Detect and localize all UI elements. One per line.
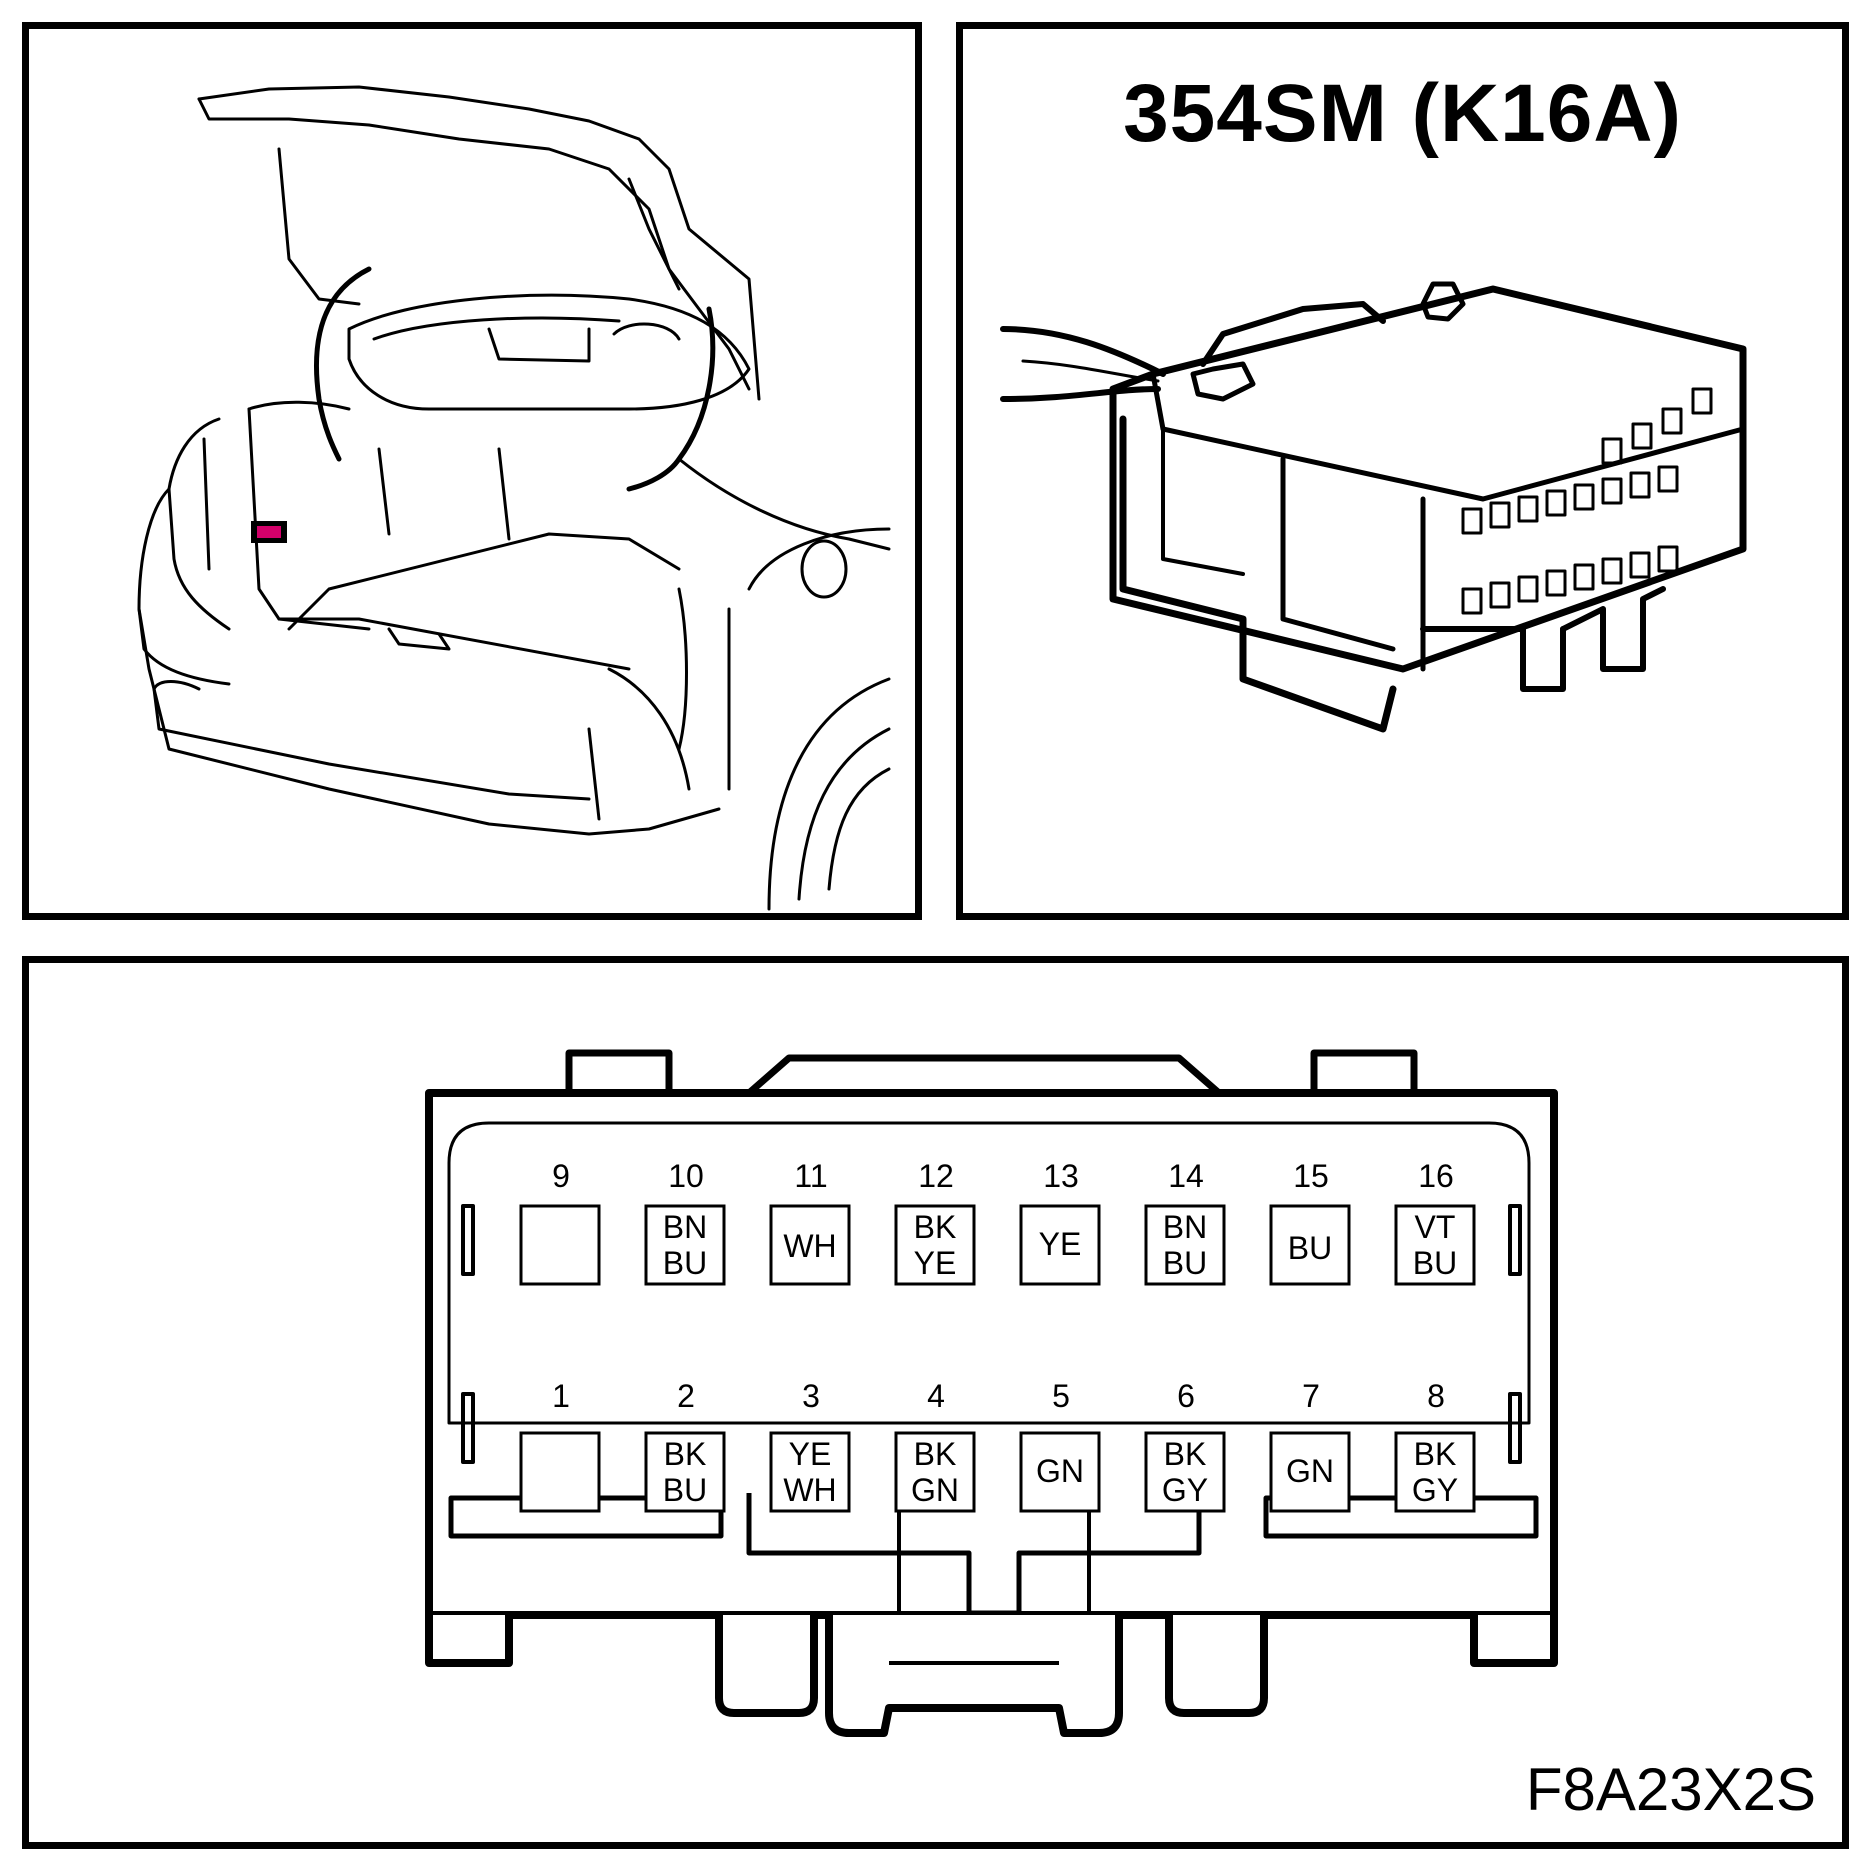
wire-color-1: GN xyxy=(1036,1453,1084,1489)
pin-14: 14 BN BU xyxy=(1144,1158,1226,1286)
pin-4: 4 BK GN xyxy=(894,1378,976,1513)
wire-color-2: YE xyxy=(914,1245,957,1281)
wire-color-1: BU xyxy=(1288,1230,1332,1266)
pin-number: 13 xyxy=(1043,1158,1079,1194)
pin-12: 12 BK YE xyxy=(894,1158,976,1286)
pin-1: 1 xyxy=(519,1378,601,1513)
wire-color-1: BN xyxy=(663,1209,707,1245)
wire-color-2: WH xyxy=(783,1472,836,1508)
pin-11: 11 WH xyxy=(769,1158,851,1286)
wire-color-1: WH xyxy=(783,1228,836,1264)
pin-9: 9 xyxy=(519,1158,601,1286)
pin-3: 3 YE WH xyxy=(769,1378,851,1513)
pin-number: 7 xyxy=(1302,1378,1320,1414)
pin-5: 5 GN xyxy=(1019,1378,1101,1513)
wire-color-1: BK xyxy=(914,1436,957,1472)
pin-2: 2 BK BU xyxy=(644,1378,726,1513)
pin-number: 15 xyxy=(1293,1158,1329,1194)
wire-color-1: GN xyxy=(1286,1453,1334,1489)
wire-color-1: BK xyxy=(1164,1436,1207,1472)
wire-color-2: BU xyxy=(1413,1245,1457,1281)
wire-color-1: YE xyxy=(1039,1226,1082,1262)
pin-row-top: 9 10 BN BU 11 WH 12 BK YE xyxy=(519,1158,1476,1286)
wire-color-1: BN xyxy=(1163,1209,1207,1245)
pin-13: 13 YE xyxy=(1019,1158,1101,1286)
pin-number: 2 xyxy=(677,1378,695,1414)
pin-number: 12 xyxy=(918,1158,954,1194)
pinout-panel: 9 10 BN BU 11 WH 12 BK YE xyxy=(22,956,1849,1849)
pin-8: 8 BK GY xyxy=(1394,1378,1476,1513)
wire-color-2: BU xyxy=(663,1472,707,1508)
wire-color-1: BK xyxy=(914,1209,957,1245)
wire-color-2: BU xyxy=(1163,1245,1207,1281)
pin-6: 6 BK GY xyxy=(1144,1378,1226,1513)
wire-color-2: GN xyxy=(911,1472,959,1508)
pin-number: 8 xyxy=(1427,1378,1445,1414)
connector-face-diagram: 9 10 BN BU 11 WH 12 BK YE xyxy=(425,1049,1558,1737)
pin-number: 4 xyxy=(927,1378,945,1414)
pin-number: 16 xyxy=(1418,1158,1454,1194)
connector-title: 354SM (K16A) xyxy=(1123,68,1682,159)
vehicle-rear-trunk-open-illustration xyxy=(137,85,891,911)
pin-7: 7 GN xyxy=(1269,1378,1351,1513)
pin-number: 1 xyxy=(552,1378,570,1414)
pin-number: 6 xyxy=(1177,1378,1195,1414)
wire-color-1: YE xyxy=(789,1436,832,1472)
pin-number: 14 xyxy=(1168,1158,1204,1194)
figure-code: F8A23X2S xyxy=(1525,1756,1816,1823)
pin-number: 11 xyxy=(794,1158,827,1194)
pin-number: 9 xyxy=(552,1158,570,1194)
pin-number: 10 xyxy=(668,1158,704,1194)
connector-view-panel: 354SM (K16A) xyxy=(956,22,1849,920)
pin-number: 5 xyxy=(1052,1378,1070,1414)
location-panel xyxy=(22,22,922,920)
pin-10: 10 BN BU xyxy=(644,1158,726,1286)
wire-color-2: GY xyxy=(1412,1472,1458,1508)
pin-15: 15 BU xyxy=(1269,1158,1351,1286)
wire-color-1: VT xyxy=(1415,1209,1456,1245)
connector-location-marker xyxy=(257,526,281,538)
wire-color-1: BK xyxy=(664,1436,707,1472)
pin-16: 16 VT BU xyxy=(1394,1158,1476,1286)
wire-color-2: BU xyxy=(663,1245,707,1281)
pin-row-bottom: 1 2 BK BU 3 YE WH 4 BK GN xyxy=(519,1378,1476,1513)
pin-number: 3 xyxy=(802,1378,820,1414)
connector-3d-illustration xyxy=(1000,281,1747,733)
wire-color-2: GY xyxy=(1162,1472,1208,1508)
wire-color-1: BK xyxy=(1414,1436,1457,1472)
